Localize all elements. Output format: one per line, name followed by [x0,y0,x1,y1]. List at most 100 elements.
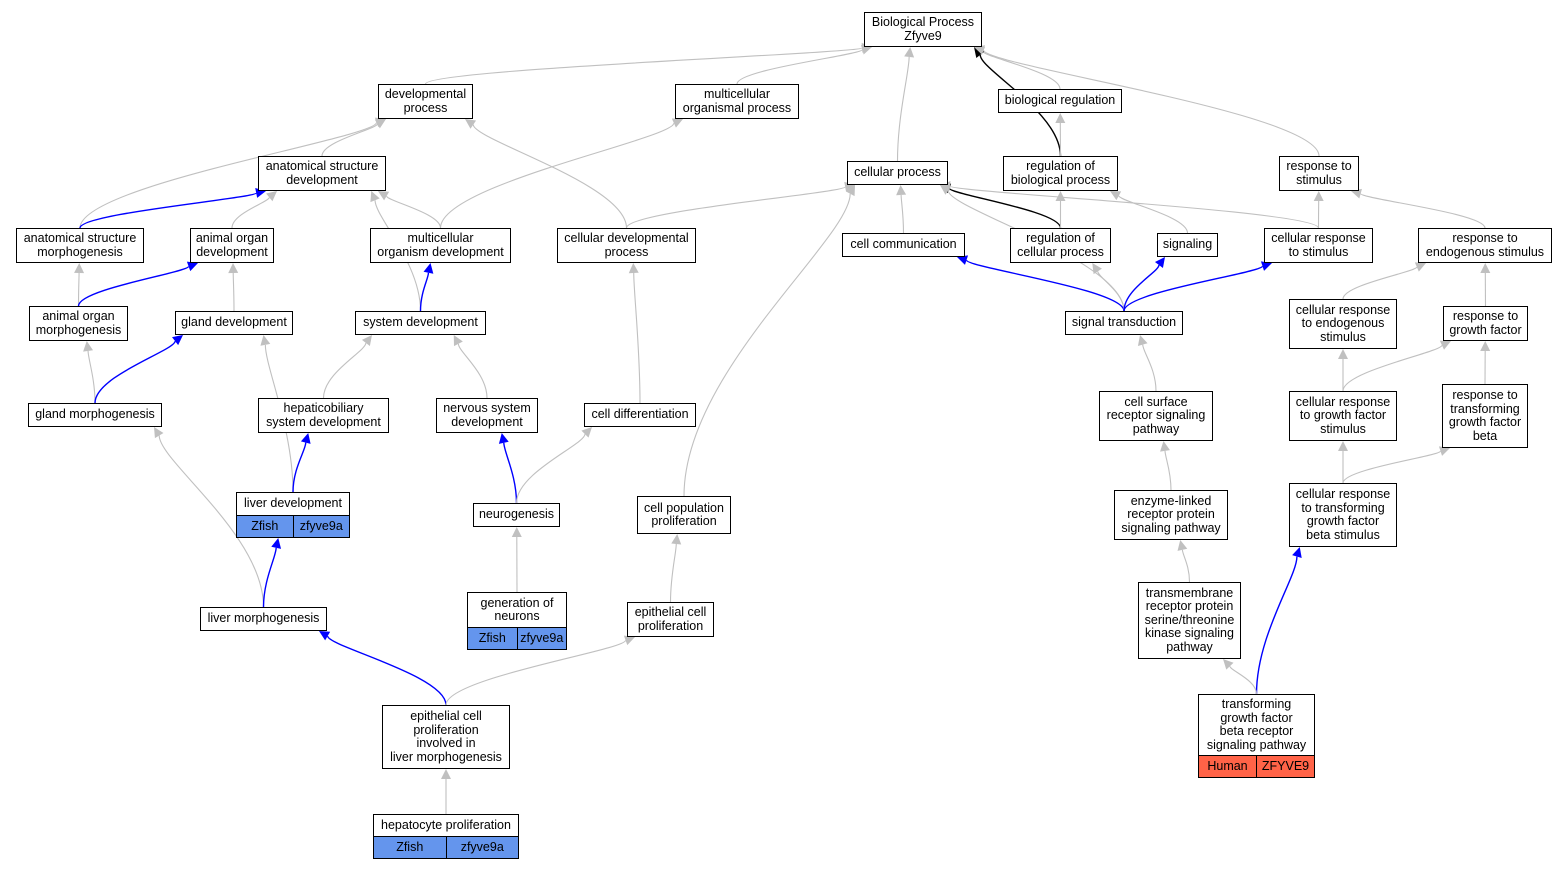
node-label: gland morphogenesis [35,407,155,422]
node-label: neurogenesis [478,507,555,522]
edge-arrowhead [423,263,434,274]
edge-regulates [965,259,1125,312]
edge-regulates [292,442,307,493]
node-label: response to transforming growth factor b… [1448,388,1522,443]
node-system-development[interactable]: system development [355,311,486,335]
node-biological-process[interactable]: Biological Process Zfyve9 [864,12,982,47]
edge-arrowhead [628,263,639,274]
edge-is_a [1342,450,1442,484]
node-label: hepaticobiliary system development [266,401,381,429]
node-cellular-response-to-growth-factor-stimulus[interactable]: cellular response to growth factor stimu… [1289,391,1397,441]
edge-arrowhead [671,534,682,545]
node-tgf-beta-receptor-signaling-pathway[interactable]: transforming growth factor beta receptor… [1198,694,1315,778]
species-cell: Zfish [468,628,517,649]
edge-arrowhead [1292,547,1302,559]
edge-is_a [439,122,675,229]
node-response-to-endogenous-stimulus[interactable]: response to endogenous stimulus [1418,228,1552,263]
edge-regulates [326,635,447,706]
node-label: biological regulation [1004,93,1116,108]
edge-regulates [79,192,257,229]
node-label: cell population proliferation [644,500,724,528]
node-epithelial-cell-proliferation[interactable]: epithelial cell proliferation [627,602,714,637]
node-animal-organ-development[interactable]: animal organ development [190,228,274,263]
node-liver-morphogenesis[interactable]: liver morphogenesis [200,607,327,631]
species-cell: Zfish [237,516,293,537]
node-label: cellular process [854,165,941,180]
edge-arrowhead [1110,191,1122,201]
annotation-row: Zfish zfyve9a [237,515,349,537]
node-cellular-response-to-endogenous-stimulus[interactable]: cellular response to endogenous stimulus [1289,299,1397,349]
node-hepatocyte-proliferation[interactable]: hepatocyte proliferation Zfish zfyve9a [373,814,519,859]
node-label: animal organ morphogenesis [35,309,122,337]
edge-is_a [77,272,80,307]
edge-arrowhead [623,635,635,646]
gene-cell[interactable]: zfyve9a [292,516,349,537]
node-transmembrane-receptor-protein-kinase-signaling-pathway[interactable]: transmembrane receptor protein serine/th… [1138,582,1241,659]
node-neurogenesis[interactable]: neurogenesis [473,503,560,527]
node-cellular-process[interactable]: cellular process [847,161,948,185]
node-regulation-of-cellular-process[interactable]: regulation of cellular process [1010,228,1111,263]
edge-arrowhead [1055,191,1066,201]
edge-is_a [445,639,627,706]
node-animal-organ-morphogenesis[interactable]: animal organ morphogenesis [29,306,128,341]
node-anatomical-structure-morphogenesis[interactable]: anatomical structure morphogenesis [16,228,144,263]
node-signaling[interactable]: signaling [1157,233,1218,257]
node-gland-morphogenesis[interactable]: gland morphogenesis [28,403,162,427]
gene-cell[interactable]: ZFYVE9 [1256,756,1314,777]
node-cell-communication[interactable]: cell communication [842,233,965,257]
node-developmental-process[interactable]: developmental process [378,84,473,119]
edge-arrowhead [465,119,477,129]
node-cellular-response-to-stimulus[interactable]: cellular response to stimulus [1264,228,1373,263]
node-regulation-of-biological-process[interactable]: regulation of biological process [1003,156,1118,191]
edge-arrowhead [1160,441,1170,452]
edge-regulates [503,442,518,504]
edge-arrowhead [904,47,915,58]
edge-arrowhead [361,335,372,346]
node-label: signal transduction [1071,315,1177,330]
node-label: animal organ development [195,231,269,259]
edge-arrowhead [1480,263,1491,274]
node-hepaticobiliary-system-development[interactable]: hepaticobiliary system development [258,398,389,433]
edge-is_a [1229,665,1258,695]
node-signal-transduction[interactable]: signal transduction [1065,311,1183,335]
node-response-to-transforming-growth-factor-beta[interactable]: response to transforming growth factor b… [1442,384,1528,448]
node-cell-differentiation[interactable]: cell differentiation [584,403,696,427]
node-enzyme-linked-receptor-protein-signaling-pathway[interactable]: enzyme-linked receptor protein signaling… [1114,490,1228,540]
node-cellular-developmental-process[interactable]: cellular developmental process [557,228,696,263]
edge-arrowhead [940,185,952,195]
gene-cell[interactable]: zfyve9a [516,628,566,649]
node-cell-surface-receptor-signaling-pathway[interactable]: cell surface receptor signaling pathway [1099,391,1213,441]
node-label: response to growth factor [1449,309,1522,337]
node-response-to-stimulus[interactable]: response to stimulus [1279,156,1359,191]
node-generation-of-neurons[interactable]: generation of neurons Zfish zfyve9a [467,592,567,650]
edge-arrowhead [83,341,94,352]
node-multicellular-organismal-process[interactable]: multicellular organismal process [675,84,799,119]
edge-is_a [900,194,905,234]
edge-is_a [1181,549,1191,583]
edge-arrowhead [957,255,969,265]
edge-is_a [683,193,851,497]
edge-arrowhead [374,117,386,128]
edge-is_a [1360,193,1486,229]
edge-is_a [386,195,442,229]
node-gland-development[interactable]: gland development [175,311,293,335]
edge-arrowhead [974,45,986,55]
node-label: cellular response to endogenous stimulus [1295,302,1391,344]
edge-regulates [1255,556,1298,695]
node-liver-development[interactable]: liver development Zfish zfyve9a [236,492,350,538]
node-cell-population-proliferation[interactable]: cell population proliferation [637,496,731,534]
node-multicellular-organism-development[interactable]: multicellular organism development [370,228,511,263]
node-label: response to stimulus [1286,159,1352,187]
node-nervous-system-development[interactable]: nervous system development [436,398,538,433]
edge-arrowhead [1439,340,1451,350]
node-response-to-growth-factor[interactable]: response to growth factor [1443,306,1528,341]
node-cellular-response-to-transforming-growth-factor-beta-stimulus[interactable]: cellular response to transforming growth… [1289,483,1397,547]
node-label: signaling [1162,237,1213,252]
node-biological-regulation[interactable]: biological regulation [998,89,1122,113]
gene-cell[interactable]: zfyve9a [445,837,518,858]
edge-arrowhead [1092,263,1102,275]
edge-arrowhead [1313,191,1324,202]
edge-arrowhead [1177,540,1188,551]
node-epithelial-cell-proliferation-liver-morphogenesis[interactable]: epithelial cell proliferation involved i… [382,705,510,769]
node-anatomical-structure-development[interactable]: anatomical structure development [258,156,386,191]
